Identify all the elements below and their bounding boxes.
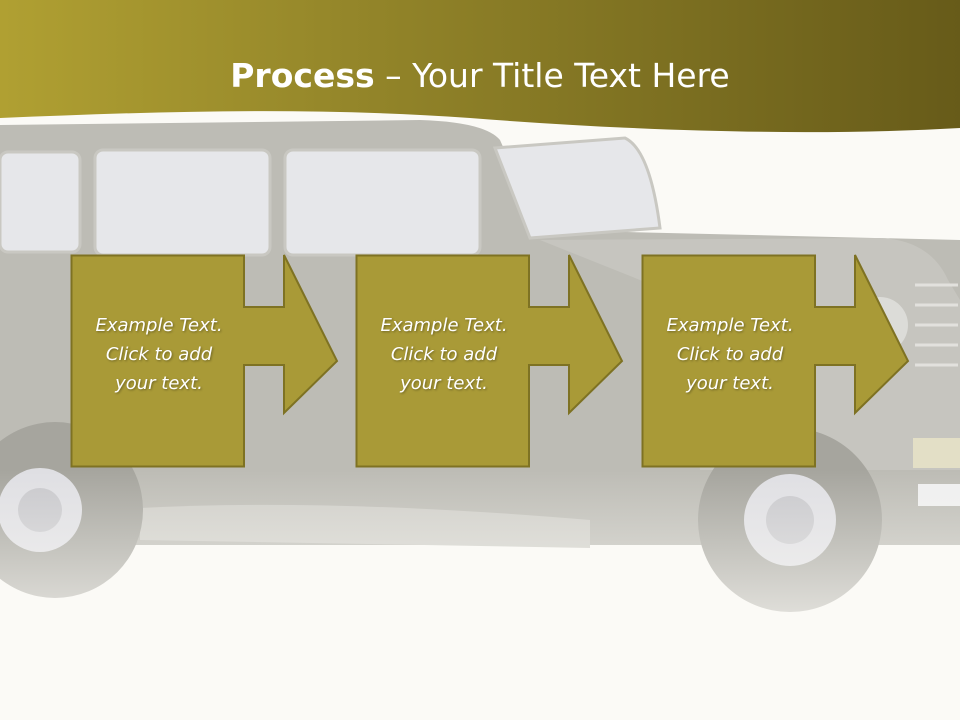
step-2-text: Example Text. Click to add your text. xyxy=(380,315,508,394)
process-step-3[interactable]: Example Text. Click to add your text. xyxy=(641,254,912,468)
title-bold: Process xyxy=(230,56,375,95)
step-2-arrow-shape xyxy=(355,254,624,468)
title-rest: – Your Title Text Here xyxy=(374,56,730,95)
header-band xyxy=(0,0,960,133)
step-3-text: Example Text. Click to add your text. xyxy=(666,315,794,394)
step-1-arrow-shape xyxy=(70,254,339,468)
step-1-text: Example Text. Click to add your text. xyxy=(95,315,223,394)
process-step-2[interactable]: Example Text. Click to add your text. xyxy=(355,254,626,468)
slide-title[interactable]: Process – Your Title Text Here xyxy=(0,50,960,102)
step-3-arrow-shape xyxy=(641,254,910,468)
process-step-1[interactable]: Example Text. Click to add your text. xyxy=(70,254,341,468)
